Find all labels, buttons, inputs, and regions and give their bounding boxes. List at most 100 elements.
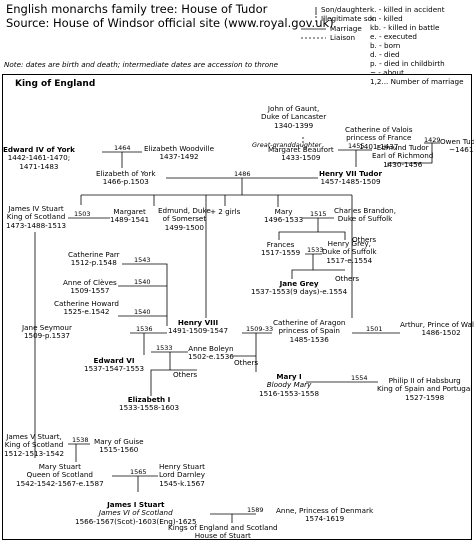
henry7-dates: 1457-1485-1509 bbox=[320, 177, 381, 187]
edward6-name: Edward VI bbox=[93, 356, 135, 365]
legend-b: b. - born bbox=[370, 41, 401, 50]
cleves-dates: 1509-1557 bbox=[70, 286, 110, 296]
legend-k: k. - killed in accident bbox=[370, 5, 445, 14]
legend-e: e. - executed bbox=[370, 32, 417, 41]
label-m1589: 1589 bbox=[247, 506, 264, 514]
mstuart-title: Queen of Scotland bbox=[26, 470, 93, 480]
edmund-tudor-title: Earl of Richmond bbox=[372, 151, 434, 161]
label-m1455: 1455 bbox=[348, 142, 365, 150]
edward4-name: Edward IV of York bbox=[3, 145, 75, 154]
aragon-dates: 1485-1536 bbox=[289, 334, 329, 344]
label-m1540a: 1540 bbox=[134, 278, 151, 286]
margaret-dates: 1489-1541 bbox=[110, 215, 150, 225]
label-m1533a: 1533 bbox=[307, 246, 324, 254]
successors-line1: Kings of England and Scotland bbox=[168, 523, 278, 532]
eyork-name: Elizabeth of York bbox=[96, 169, 156, 178]
valois-title: princess of France bbox=[346, 133, 412, 143]
node-mary-of-guise: Mary of Guise 1515-1560 bbox=[94, 437, 144, 455]
label-others-1: Others bbox=[352, 235, 377, 244]
margaret-name: Margaret bbox=[113, 207, 146, 216]
edward6-dates: 1537-1547-1553 bbox=[84, 364, 145, 374]
line-valois-edmund bbox=[387, 143, 433, 167]
node-margaret-beaufort: Margaret Beaufort 1433-1509 bbox=[268, 145, 334, 163]
james1-title: James VI of Scotland bbox=[98, 508, 173, 518]
node-frances: Frances 1517-1559 bbox=[261, 240, 301, 258]
philip-name: Philip II of Habsburg bbox=[388, 376, 461, 385]
arthur-dates: 1486-1502 bbox=[421, 328, 461, 338]
node-owen-tudor: Owen Tudor ~1461 bbox=[440, 137, 474, 155]
label-m1540b: 1540 bbox=[134, 308, 151, 316]
james5-title: King of Scotland bbox=[4, 440, 64, 450]
node-edmund-tudor: Edmund Tudor Earl of Richmond 1430-1456 bbox=[372, 143, 434, 169]
label-m1509: 1509-33 bbox=[246, 325, 274, 333]
node-catherine-of-valois: Catherine of Valois princess of France 1… bbox=[345, 125, 413, 151]
node-john-of-gaunt: John of Gaunt, Duke of Lancaster 1340-13… bbox=[261, 104, 326, 130]
henry8-dates: 1491-1509-1547 bbox=[168, 326, 229, 336]
james5-dates: 1512-1513-1542 bbox=[4, 448, 65, 458]
darnley-title: Lord Darnley bbox=[159, 470, 205, 480]
mstuart-dates: 1542-1542-1567-e.1587 bbox=[16, 478, 104, 488]
node-elizabeth-of-york: Elizabeth of York 1466-p.1503 bbox=[96, 169, 156, 187]
page-title: English monarchs family tree: House of T… bbox=[6, 2, 334, 30]
source-text: Source: House of Windsor official site (… bbox=[6, 15, 334, 30]
james1-name: James I Stuart bbox=[107, 500, 165, 509]
successors-line2: House of Stuart bbox=[194, 531, 251, 541]
node-arthur: Arthur, Prince of Wales 1486-1502 bbox=[400, 320, 474, 338]
beaufort-dates: 1433-1509 bbox=[281, 153, 321, 163]
label-m1429: 1429 bbox=[424, 136, 441, 144]
anne-dk-name: Anne, Princess of Denmark bbox=[276, 506, 374, 515]
node-henry-vii: Henry VII Tudor 1457-1485-1509 bbox=[319, 169, 383, 187]
james4-title: King of Scotland bbox=[6, 212, 66, 222]
edmund-somerset-name: Edmund, Duke bbox=[158, 206, 211, 215]
label-m1486: 1486 bbox=[234, 170, 251, 178]
node-james-i: James I Stuart James VI of Scotland 1566… bbox=[75, 500, 197, 526]
guise-dates: 1515-1560 bbox=[99, 445, 139, 455]
woodville-name: Elizabeth Woodville bbox=[144, 144, 215, 153]
james4-name: James IV Stuart bbox=[8, 204, 64, 213]
node-james-v: James V Stuart, King of Scotland 1512-15… bbox=[4, 432, 65, 458]
node-elizabeth-woodville: Elizabeth Woodville 1437-1492 bbox=[144, 144, 215, 162]
legend-kd: k. - killed bbox=[370, 14, 403, 23]
howard-dates: 1525-e.1542 bbox=[63, 307, 110, 317]
philip-dates: 1527-1598 bbox=[405, 392, 445, 402]
henry7-name: Henry VII Tudor bbox=[319, 169, 383, 178]
legend-num: 1,2... Number of marriage bbox=[370, 77, 464, 86]
label-m1554: 1554 bbox=[351, 374, 368, 382]
frances-dates: 1517-1559 bbox=[261, 248, 301, 258]
james5-name: James V Stuart, bbox=[6, 432, 62, 441]
gaunt-name: John of Gaunt, bbox=[267, 104, 320, 113]
jane-grey-name: Jane Grey bbox=[279, 279, 319, 288]
mary-tudor-dates: 1496-1533 bbox=[264, 215, 304, 225]
owen-name: Owen Tudor bbox=[440, 137, 474, 146]
line-m1543 bbox=[122, 263, 168, 326]
mary1-name: Mary I bbox=[276, 372, 302, 381]
james4-dates: 1473-1488-1513 bbox=[6, 220, 67, 230]
line-frances-jane bbox=[291, 254, 314, 279]
brandon-title: Duke of Suffolk bbox=[337, 214, 393, 224]
node-jane-grey: Jane Grey 1537-1553(9 days)-e.1554 bbox=[251, 279, 347, 297]
line-mary-frances bbox=[278, 218, 319, 240]
legend-kb: kb. - killed in battle bbox=[370, 23, 440, 32]
label-others-2: Others bbox=[335, 274, 360, 283]
woodville-dates: 1437-1492 bbox=[159, 152, 199, 162]
guise-name: Mary of Guise bbox=[94, 437, 144, 446]
node-house-of-stuart: Kings of England and Scotland House of S… bbox=[168, 523, 278, 541]
boleyn-dates: 1502-e.1536 bbox=[188, 352, 234, 362]
grey-title: Duke of Suffolk bbox=[322, 247, 377, 257]
seymour-dates: 1509-p.1537 bbox=[23, 331, 70, 341]
boleyn-name: Anne Boleyn bbox=[188, 344, 234, 353]
legend-marriage: Marriage bbox=[330, 24, 362, 33]
edmund-somerset-dates: 1499-1500 bbox=[164, 222, 204, 232]
legend-son-daughter: Son/daughter bbox=[321, 5, 370, 14]
node-anne-of-cleves: Anne of Clèves 1509-1557 bbox=[63, 278, 117, 296]
anne-dk-dates: 1574-1619 bbox=[304, 514, 345, 524]
mstuart-name: Mary Stuart bbox=[38, 462, 81, 471]
aragon-title: princess of Spain bbox=[278, 326, 340, 336]
mary1-epithet: Bloody Mary bbox=[266, 380, 312, 390]
node-mary-tudor: Mary 1496-1533 bbox=[264, 207, 304, 225]
label-m1533b: 1533 bbox=[156, 344, 173, 352]
henry8-name: Henry VIII bbox=[177, 318, 219, 327]
eyork-dates: 1466-p.1503 bbox=[102, 177, 149, 187]
label-others-4: Others bbox=[234, 358, 259, 367]
